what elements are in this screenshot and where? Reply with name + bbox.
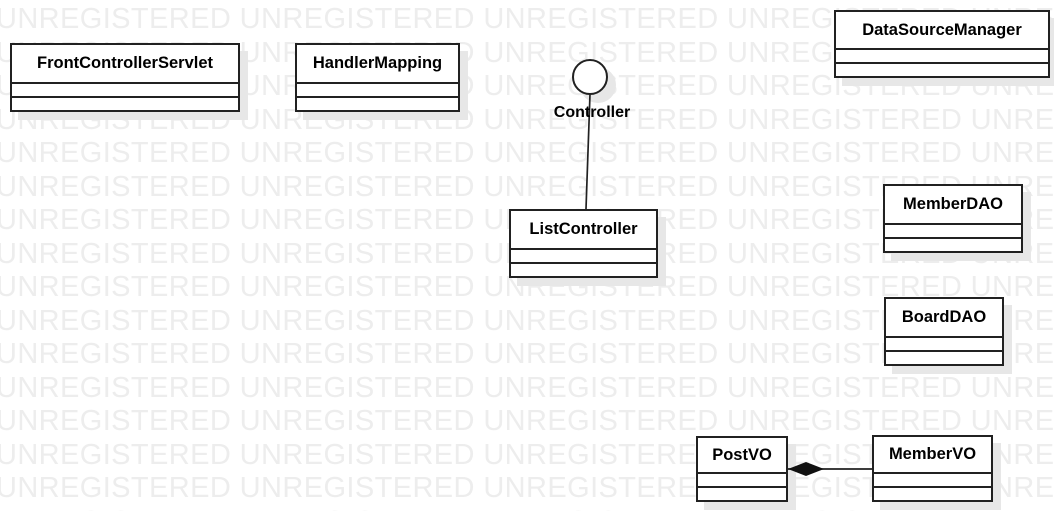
class-box-datasourcemanager[interactable]: DataSourceManager [834,10,1050,78]
class-name: HandlerMapping [312,54,443,72]
watermark-row: UNREGISTERED UNREGISTERED UNREGISTERED U… [0,170,1054,203]
class-box-listcontroller[interactable]: ListController [509,209,658,278]
class-box-membervo[interactable]: MemberVO [872,435,993,502]
class-name: MemberDAO [903,195,1003,213]
operations-compartment [886,350,1002,364]
attributes-compartment [874,472,991,486]
class-name: FrontControllerServlet [36,54,214,72]
attributes-compartment [698,472,786,486]
watermark-row: UNREGISTERED UNREGISTERED UNREGISTERED U… [0,505,1054,511]
class-name: ListController [529,220,638,238]
class-name: MemberVO [888,445,977,463]
attributes-compartment [836,48,1048,62]
operations-compartment [836,62,1048,76]
operations-compartment [12,96,238,110]
attributes-compartment [886,336,1002,350]
attributes-compartment [885,223,1021,237]
operations-compartment [511,262,656,276]
class-box-postvo[interactable]: PostVO [696,436,788,502]
interface-lollipop-icon[interactable] [572,59,608,95]
operations-compartment [698,486,786,500]
attributes-compartment [511,248,656,262]
watermark-row: UNREGISTERED UNREGISTERED UNREGISTERED U… [0,137,1054,169]
watermark-row: UNREGISTERED UNREGISTERED UNREGISTERED U… [0,304,1054,337]
operations-compartment [874,486,991,500]
watermark-row: UNREGISTERED UNREGISTERED UNREGISTERED U… [0,405,1054,437]
class-name: DataSourceManager [862,20,1022,39]
operations-compartment [297,96,458,110]
class-name: BoardDAO [901,308,987,326]
attributes-compartment [12,82,238,96]
class-box-frontcontrollerservlet[interactable]: FrontControllerServlet [10,43,240,112]
class-box-memberdao[interactable]: MemberDAO [883,184,1023,253]
class-box-boarddao[interactable]: BoardDAO [884,297,1004,366]
watermark-row: UNREGISTERED UNREGISTERED UNREGISTERED U… [0,338,1054,370]
attributes-compartment [297,82,458,96]
operations-compartment [885,237,1021,251]
watermark-row: UNREGISTERED UNREGISTERED UNREGISTERED U… [0,371,1054,404]
class-name: PostVO [712,445,772,464]
class-box-handlermapping[interactable]: HandlerMapping [295,43,460,112]
interface-name-label: Controller [553,104,631,121]
